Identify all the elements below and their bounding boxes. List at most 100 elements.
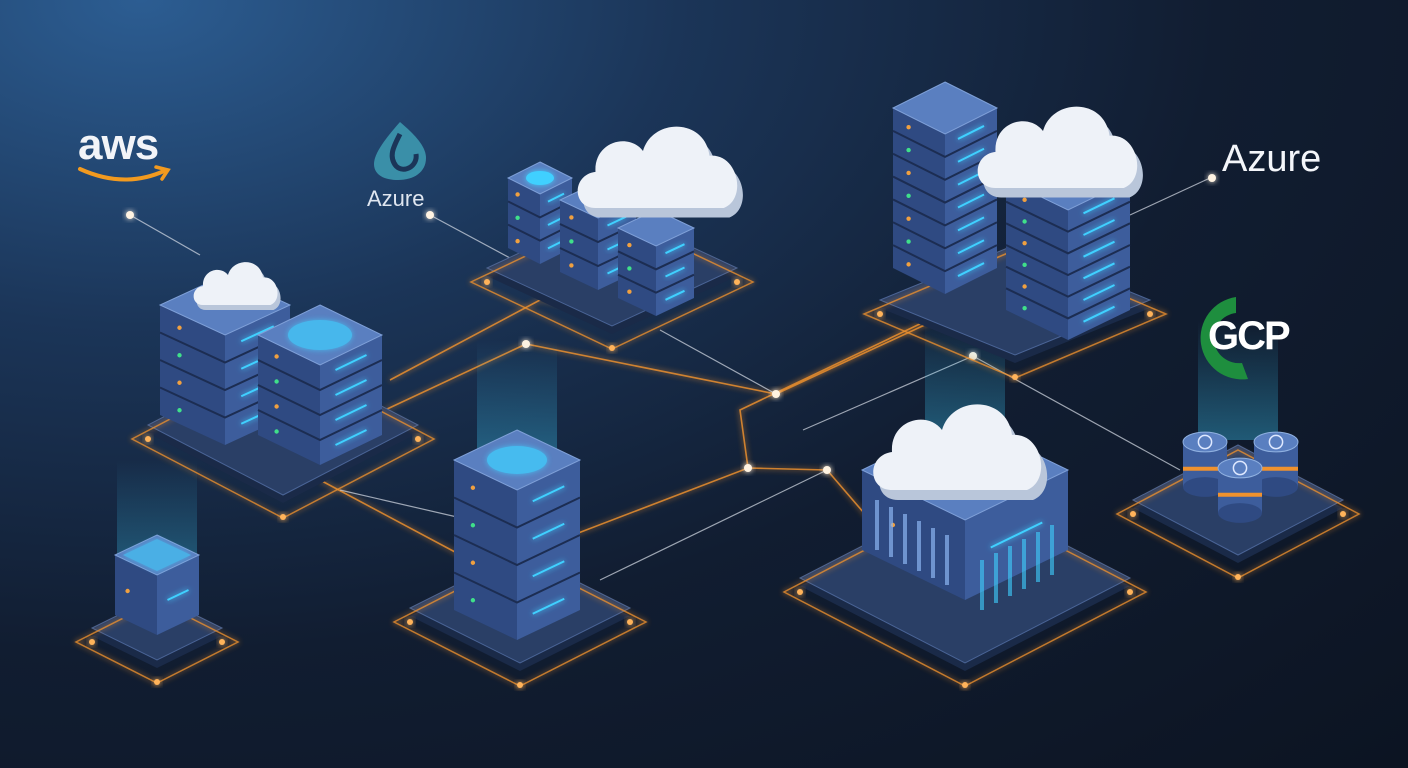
status-led xyxy=(1022,262,1027,268)
vent-bar xyxy=(980,560,984,610)
status-led xyxy=(515,215,520,220)
status-led xyxy=(177,353,182,358)
status-led-strip xyxy=(957,147,985,163)
server-left-face xyxy=(115,555,157,635)
server-left-face xyxy=(618,228,656,316)
vent-bar xyxy=(917,521,921,571)
status-led xyxy=(627,242,632,248)
gcp-logo-icon xyxy=(1200,297,1248,380)
glow-dot xyxy=(280,514,286,520)
datacenter-cloud xyxy=(873,404,1048,500)
azure-cloud-right xyxy=(977,106,1143,198)
glow-dot xyxy=(415,436,421,442)
azure-cloud-top xyxy=(577,126,743,218)
white-connector-line xyxy=(1129,177,1211,216)
status-led xyxy=(515,238,520,244)
vent-bar xyxy=(1022,539,1026,589)
azure-logo-right: Azure xyxy=(1222,138,1322,180)
cylinder-bottom xyxy=(1218,503,1262,523)
gcp-disk-icon xyxy=(1197,434,1213,450)
status-led-strip xyxy=(957,193,985,209)
glow-dot xyxy=(1130,511,1136,517)
connector-node xyxy=(772,390,780,398)
connector-node xyxy=(126,211,134,219)
status-led-strip xyxy=(532,597,565,615)
rack-divider xyxy=(1005,244,1131,277)
status-led xyxy=(274,354,279,359)
cylinder-bottom xyxy=(1183,477,1227,497)
aws-server-right xyxy=(256,304,384,465)
orange-connector-line xyxy=(559,467,871,541)
azure-rack-tall xyxy=(891,81,999,294)
aws-logo: aws xyxy=(78,120,159,169)
vent-bar xyxy=(1008,546,1012,596)
server-left-face xyxy=(560,200,598,290)
cylinder-band xyxy=(1218,492,1262,497)
azure-logo-left: Azure xyxy=(367,186,425,211)
status-led xyxy=(177,325,182,330)
rack-divider xyxy=(1005,287,1131,320)
status-led xyxy=(906,262,911,267)
server-top-face xyxy=(616,209,696,247)
status-led xyxy=(470,598,476,603)
status-led-strip xyxy=(335,429,367,446)
status-led-strip xyxy=(167,589,189,601)
status-led xyxy=(906,216,911,221)
status-led-strip xyxy=(665,243,685,255)
rack-divider xyxy=(892,175,998,204)
cylinder-top xyxy=(1217,457,1263,479)
status-led-strip xyxy=(1083,262,1115,280)
status-led-strip xyxy=(957,216,985,232)
status-led-strip xyxy=(335,354,367,371)
glow-dot xyxy=(219,639,225,645)
status-led-strip xyxy=(532,485,565,503)
status-led xyxy=(470,560,476,565)
status-led-strip xyxy=(1083,305,1115,323)
server-top-face xyxy=(891,81,999,135)
server-left-face xyxy=(893,108,945,294)
status-led xyxy=(177,408,182,413)
glow-disk xyxy=(526,171,554,185)
rack-divider xyxy=(257,384,383,417)
status-led xyxy=(906,239,911,244)
rack-divider xyxy=(1005,265,1131,298)
status-led xyxy=(906,193,911,198)
status-led-strip xyxy=(1083,240,1115,258)
vent-bar xyxy=(931,528,935,578)
gcp-disk-icon xyxy=(1232,460,1248,476)
status-led xyxy=(274,429,279,434)
status-led-strip xyxy=(1083,284,1115,301)
vent-bar xyxy=(994,553,998,603)
cloud-icon xyxy=(577,126,738,208)
white-connector-line xyxy=(659,329,777,395)
glow-dot xyxy=(1340,511,1346,517)
vent-bar xyxy=(945,535,949,585)
rack-divider xyxy=(453,534,581,567)
glow-dot xyxy=(627,619,633,625)
orange-connector-line xyxy=(319,479,471,561)
connector-node xyxy=(426,211,434,219)
rack-divider xyxy=(453,496,581,529)
rack-divider xyxy=(892,152,998,181)
white-connector-line xyxy=(129,214,201,256)
status-led-strip xyxy=(240,325,275,343)
glow-dot xyxy=(145,436,151,442)
status-led-strip xyxy=(1083,197,1115,215)
status-led-strip xyxy=(532,560,565,578)
glow-dot xyxy=(407,619,413,625)
cylinder-band xyxy=(1183,466,1227,471)
status-led-strip xyxy=(957,125,985,140)
status-led-strip xyxy=(607,215,627,227)
status-led xyxy=(125,588,130,594)
aws-cloud xyxy=(193,262,281,310)
glow-dot xyxy=(1235,574,1241,580)
status-led xyxy=(569,239,574,244)
glow-dot xyxy=(154,679,160,685)
vent-bar xyxy=(903,514,907,564)
glow-disk xyxy=(487,446,547,474)
status-led xyxy=(1022,197,1027,203)
status-led xyxy=(470,485,476,490)
glow-disk xyxy=(288,320,352,350)
status-led-strip xyxy=(1083,219,1115,236)
